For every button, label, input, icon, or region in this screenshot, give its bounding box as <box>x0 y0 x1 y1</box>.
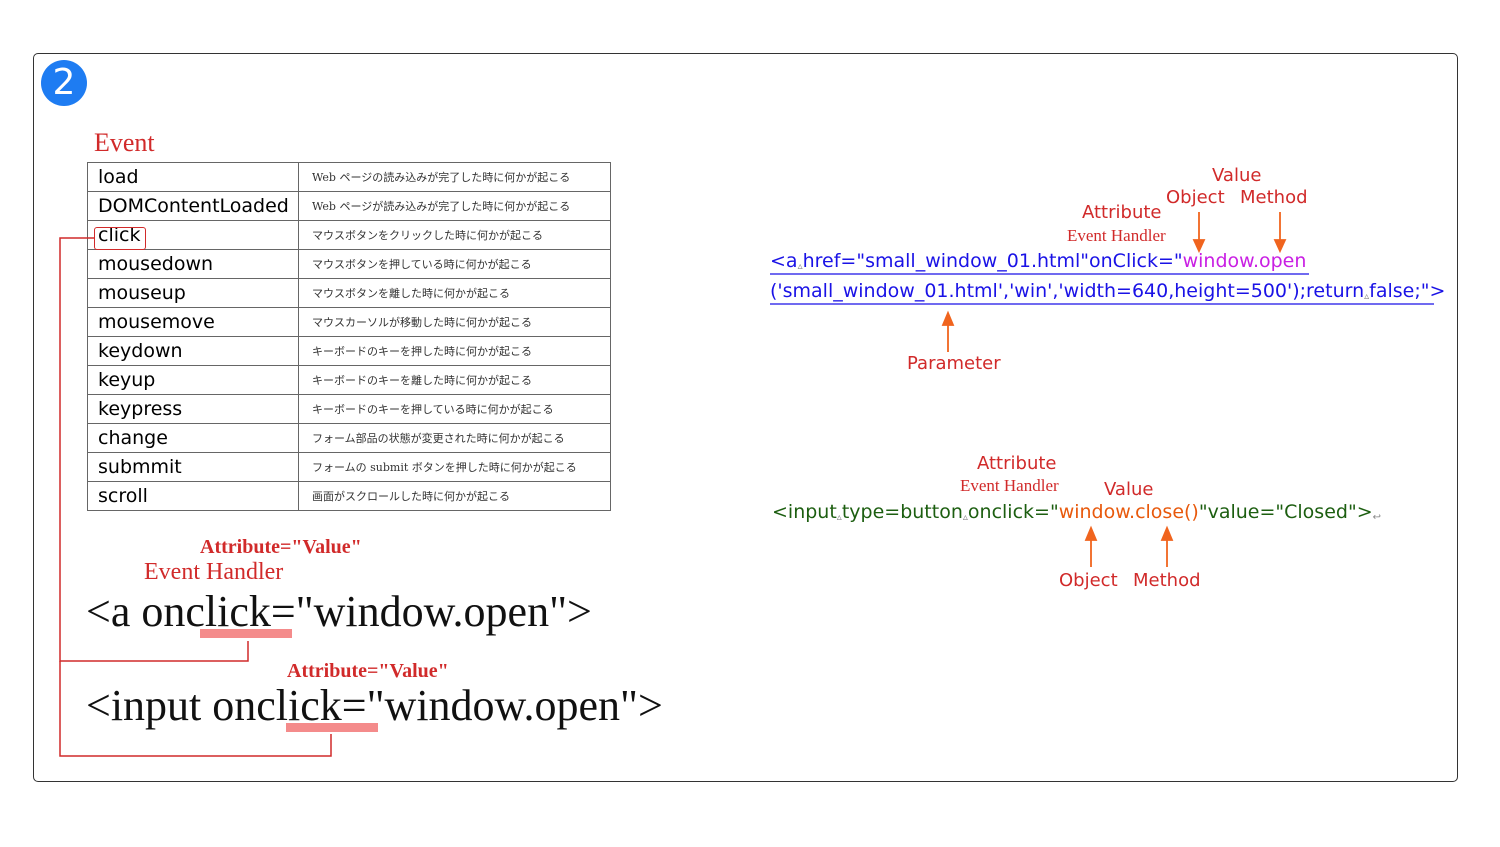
object-arrowhead-2 <box>1084 525 1098 541</box>
method-arrowhead-2 <box>1160 525 1174 541</box>
attr-value-label-2: Attribute="Value" <box>287 660 449 682</box>
event-description-cell: マウスカーソルが移動した時に何かが起こる <box>298 307 611 337</box>
event-name-cell: change <box>87 423 299 453</box>
code2-value: "value="Closed"> <box>1198 501 1373 523</box>
space-marker-icon: ▵ <box>797 261 803 272</box>
event-description-cell: マウスボタンを押している時に何かが起こる <box>298 249 611 279</box>
code1-line2: ('small_window_01.html','win','width=640… <box>770 280 1445 302</box>
event-description-cell: マウスボタンを離した時に何かが起こる <box>298 278 611 308</box>
code2-method: window.close() <box>1058 501 1199 523</box>
event-handler-label-r1: Event Handler <box>1067 226 1166 245</box>
click-highlight-box <box>94 227 146 250</box>
code1-end: false;"> <box>1369 280 1446 302</box>
event-name-cell: keypress <box>87 394 299 424</box>
code-line-input: <input onclick="window.open"> <box>86 681 663 730</box>
code2-tag: <input <box>772 501 837 523</box>
onclick-underline-2 <box>286 723 378 732</box>
event-description-cell: フォームの submit ボタンを押した時に何かが起こる <box>298 452 611 482</box>
event-name-cell: submmit <box>87 452 299 482</box>
diagram-frame <box>33 53 1458 782</box>
onclick-underline-1 <box>200 629 292 638</box>
event-description-cell: Web ページが読み込みが完了した時に何かが起こる <box>298 191 611 221</box>
code1-tag: <a <box>770 250 798 272</box>
event-description-cell: Web ページの読み込みが完了した時に何かが起こる <box>298 162 611 192</box>
code1-params: ('small_window_01.html','win','width=640… <box>770 280 1365 302</box>
method-label-1: Method <box>1240 187 1308 208</box>
event-name-cell: mouseup <box>87 278 299 308</box>
space-marker-icon: ▵ <box>1364 291 1370 302</box>
event-name-cell: load <box>87 162 299 192</box>
method-arrowhead-1 <box>1273 239 1287 254</box>
object-label-1: Object <box>1166 187 1225 208</box>
step-number-badge: 2 <box>41 60 87 106</box>
event-name-cell: scroll <box>87 481 299 511</box>
event-handler-label-1: Event Handler <box>144 559 284 585</box>
object-arrowhead-1 <box>1192 239 1206 254</box>
space-marker-icon: ▵ <box>962 512 968 523</box>
code2-line: <input▵type=button▵onclick="window.close… <box>772 501 1381 523</box>
attribute-label-2: Attribute <box>977 453 1057 474</box>
code1-href: href="small_window_01.html"onClick=" <box>802 250 1183 272</box>
attr-value-label-1: Attribute="Value" <box>200 536 362 558</box>
event-handler-label-r2: Event Handler <box>960 476 1059 495</box>
event-name-cell: click <box>87 220 299 250</box>
space-marker-icon: ▵ <box>836 512 842 523</box>
event-description-cell: フォーム部品の状態が変更された時に何かが起こる <box>298 423 611 453</box>
code1-method: window.open <box>1182 250 1307 272</box>
attribute-label-1: Attribute <box>1082 202 1162 223</box>
method-label-2: Method <box>1133 570 1201 591</box>
parameter-label: Parameter <box>907 353 1001 374</box>
value-label-1: Value <box>1212 165 1262 186</box>
return-marker-icon: ↩ <box>1372 512 1382 523</box>
code1-line1: <a▵href="small_window_01.html"onClick="w… <box>770 250 1306 272</box>
value-label-2: Value <box>1104 479 1154 500</box>
code2-type: type=button <box>841 501 963 523</box>
code2-onclick: onclick=" <box>967 501 1059 523</box>
parameter-arrowhead <box>941 310 955 326</box>
event-description-cell: キーボードのキーを押した時に何かが起こる <box>298 336 611 366</box>
event-name-cell: mousemove <box>87 307 299 337</box>
event-description-cell: 画面がスクロールした時に何かが起こる <box>298 481 611 511</box>
event-title: Event <box>94 128 155 157</box>
event-description-cell: キーボードのキーを離した時に何かが起こる <box>298 365 611 395</box>
object-label-2: Object <box>1059 570 1118 591</box>
code-line-anchor: <a onclick="window.open"> <box>86 587 592 636</box>
connector-to-line2 <box>59 661 332 757</box>
event-name-cell: keydown <box>87 336 299 366</box>
event-description-cell: マウスボタンをクリックした時に何かが起こる <box>298 220 611 250</box>
event-name-cell: keyup <box>87 365 299 395</box>
